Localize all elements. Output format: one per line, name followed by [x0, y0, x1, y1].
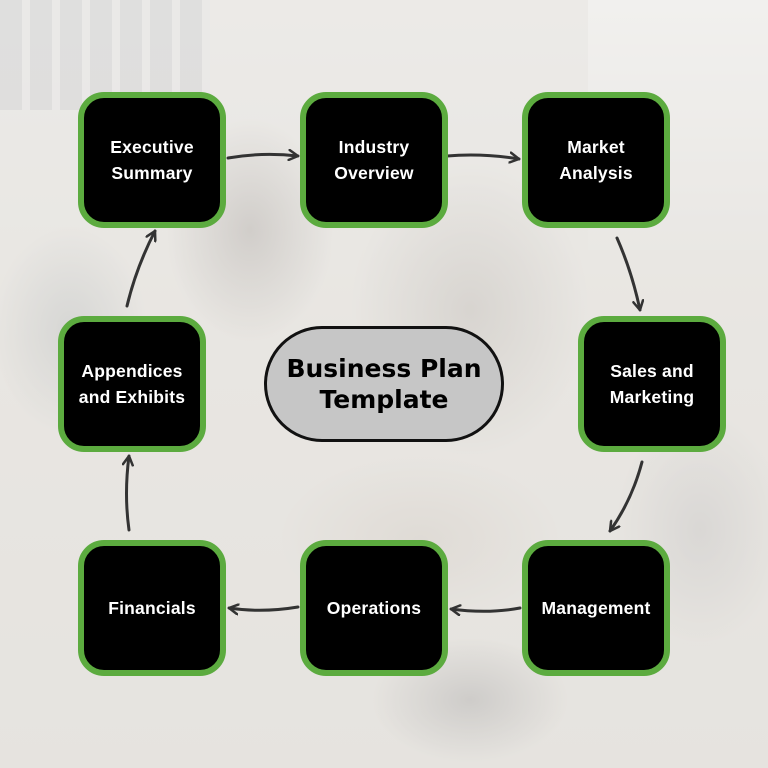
node-sales-and-marketing: Sales and Marketing — [578, 316, 726, 452]
node-operations: Operations — [300, 540, 448, 676]
node-appendices-and-exhibits: Appendices and Exhibits — [58, 316, 206, 452]
node-management: Management — [522, 540, 670, 676]
arrow-management-to-operations — [449, 608, 522, 611]
arrow-operations-to-financials — [227, 607, 300, 610]
arrow-sales-to-management — [608, 460, 644, 533]
arrow-industry-to-market — [445, 155, 521, 159]
node-financials: Financials — [78, 540, 226, 676]
node-executive-summary: Executive Summary — [78, 92, 226, 228]
arrow-market-to-sales — [615, 236, 640, 312]
node-industry-overview: Industry Overview — [300, 92, 448, 228]
arrow-financials-to-appendices — [127, 454, 130, 532]
center-title: Business Plan Template — [264, 326, 504, 442]
arrow-executive-to-industry — [226, 154, 300, 158]
node-market-analysis: Market Analysis — [522, 92, 670, 228]
arrow-appendices-to-executive — [125, 229, 155, 308]
